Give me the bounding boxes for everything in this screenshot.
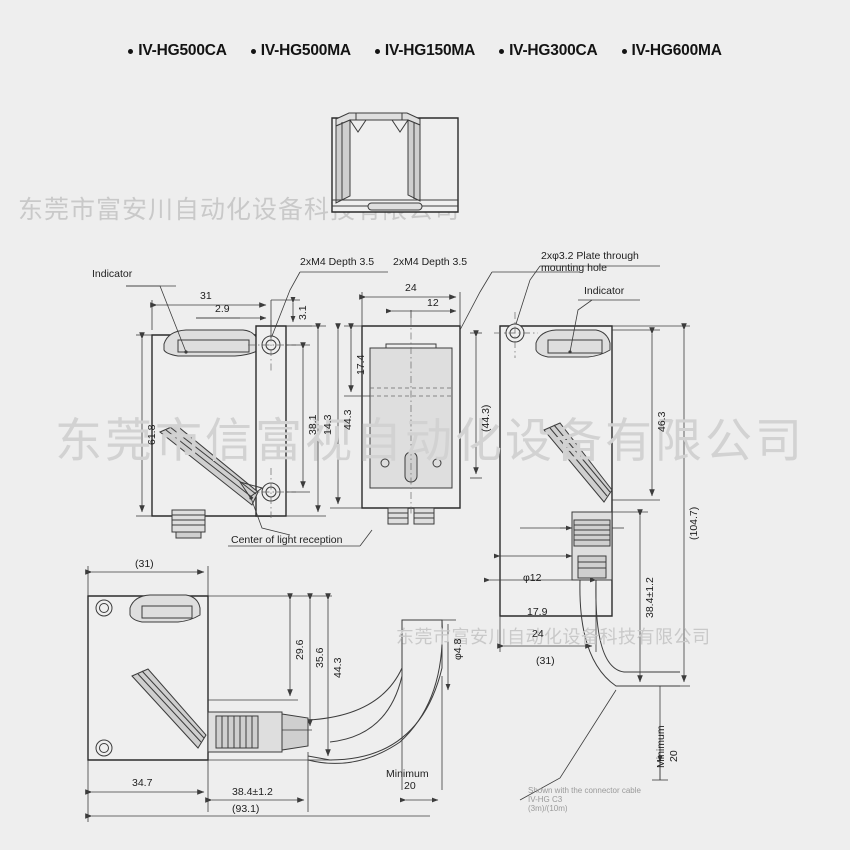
bullet-icon [621, 48, 627, 54]
dim-side-offset-17-9: 17.9 [527, 606, 548, 618]
dim-bottom-overall-93-1: (93.1) [232, 803, 260, 815]
callout-cable-note-line1: Shown with the connector cable [528, 786, 641, 795]
dim-bottom-cable-dia-4-8: φ4.8 [452, 638, 464, 660]
model-label: IV-HG600MA [631, 42, 722, 59]
bottom-view [87, 594, 443, 764]
dim-top-width-24: 24 [405, 282, 417, 294]
dim-bottom-height-35-6: 35.6 [314, 647, 326, 668]
model-label: IV-HG300CA [509, 42, 598, 59]
callout-mounting-hole-line1: 2xφ3.2 Plate through [541, 250, 639, 262]
callout-cable-note-line3: (3m)/(10m) [528, 804, 568, 813]
dim-bottom-cable-38-4: 38.4±1.2 [232, 786, 273, 798]
dim-side-offset-24: 24 [532, 628, 544, 640]
dim-front-height-61-8: 61.8 [146, 424, 158, 445]
dim-side-height-46-3: 46.3 [656, 411, 668, 432]
dim-side-minimum-label: Minimum [655, 725, 667, 768]
dim-top-depth-17-4: 17.4 [355, 354, 367, 375]
isometric-view [331, 112, 459, 213]
dim-bottom-length-34-7: 34.7 [132, 777, 153, 789]
bullet-icon [250, 48, 256, 54]
dim-side-height-44-3: (44.3) [480, 404, 492, 432]
bullet-icon [128, 48, 134, 54]
dim-front-offset-3-1: 3.1 [297, 305, 309, 320]
callout-cable-note-line2: IV-HG C3 [528, 795, 563, 804]
model-label: IV-HG500CA [138, 42, 227, 59]
dim-side-dia-12: φ12 [523, 572, 542, 584]
dim-front-height-38-1: 38.1 [307, 414, 319, 435]
bottom-view-dimensions [85, 566, 456, 822]
callout-indicator-left: Indicator [92, 268, 133, 280]
model-item: IV-HG600MA [621, 42, 722, 60]
dim-bottom-height-29-6: 29.6 [294, 639, 306, 660]
callout-tap-right: 2xM4 Depth 3.5 [393, 256, 468, 268]
bullet-icon [374, 48, 380, 54]
dim-side-minimum-value: 20 [668, 750, 680, 762]
dim-side-cable-38-4: 38.4±1.2 [644, 577, 656, 618]
model-number-list: IV-HG500CA IV-HG500MA IV-HG150MA IV-HG30… [0, 42, 850, 60]
side-view [494, 312, 680, 687]
model-item: IV-HG150MA [374, 42, 476, 60]
model-item: IV-HG500MA [250, 42, 351, 60]
model-item: IV-HG300CA [499, 42, 598, 60]
front-view [151, 320, 296, 539]
bullet-icon [499, 48, 505, 54]
dim-front-height-14-3: 14.3 [322, 414, 334, 435]
top-view [361, 318, 461, 525]
dim-bottom-minimum-value: 20 [404, 780, 416, 792]
model-label: IV-HG500MA [260, 42, 351, 59]
front-view-dimensions [126, 271, 388, 547]
dim-side-width-31: (31) [536, 655, 555, 667]
model-item: IV-HG500CA [128, 42, 227, 60]
model-label: IV-HG150MA [384, 42, 476, 59]
dim-top-width-12: 12 [427, 297, 439, 309]
dim-bottom-width-31: (31) [135, 558, 154, 570]
dim-bottom-height-44-3: 44.3 [332, 657, 344, 678]
dim-bottom-minimum-label: Minimum [386, 768, 429, 780]
dim-front-width-31: 31 [200, 290, 212, 302]
side-view-dimensions [470, 265, 690, 801]
callout-indicator-right: Indicator [584, 285, 625, 297]
callout-light-reception: Center of light reception [231, 534, 343, 546]
callout-mounting-hole-line2: mounting hole [541, 262, 607, 274]
callout-tap-left: 2xM4 Depth 3.5 [300, 256, 375, 268]
dim-side-overall-104-7: (104.7) [688, 506, 700, 540]
dim-front-offset-2-9: 2.9 [215, 303, 230, 315]
dim-top-height-44-3: 44.3 [342, 409, 354, 430]
